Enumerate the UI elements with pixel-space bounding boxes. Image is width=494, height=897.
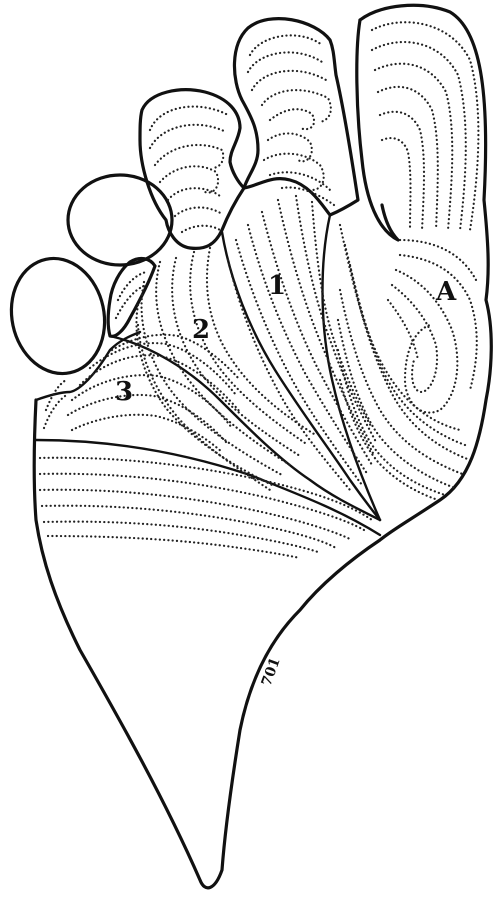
ridges-palm	[40, 458, 372, 558]
outlines	[1, 5, 491, 888]
lobe-3-outline	[108, 259, 155, 337]
label-region-2: 2	[192, 315, 210, 345]
ridges-region-1	[228, 196, 376, 490]
lobe-2-outline	[140, 90, 244, 249]
thumb-inner-edge	[357, 20, 398, 240]
label-region-1: 1	[268, 271, 286, 301]
ridges-region-a	[338, 22, 478, 500]
hand-outline	[34, 5, 491, 888]
pad-circle-upper	[68, 175, 172, 265]
label-region-a: A	[435, 277, 457, 307]
label-region-3: 3	[115, 377, 133, 407]
ridges-region-3	[44, 335, 240, 452]
ridges-region-2	[136, 248, 314, 490]
lobe-1-outline	[234, 19, 358, 215]
